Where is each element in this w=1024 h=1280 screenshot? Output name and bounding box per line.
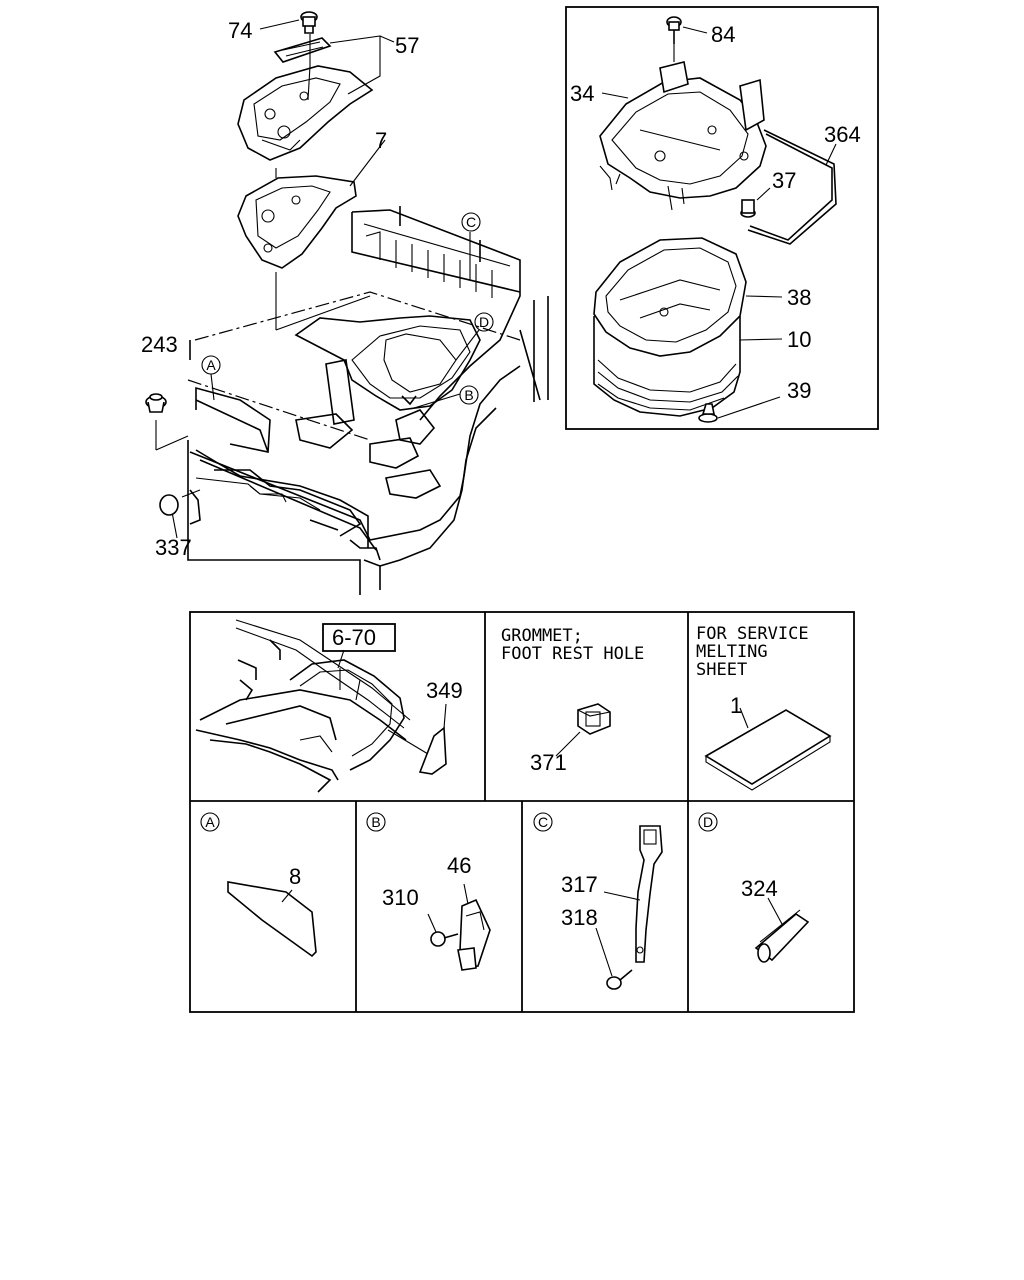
callout-364: 364 bbox=[824, 122, 861, 147]
cell-b bbox=[366, 812, 491, 971]
screw-39-part bbox=[698, 403, 718, 423]
cover-38-part bbox=[593, 237, 747, 357]
cell-grommet bbox=[555, 703, 611, 757]
clip-46-part bbox=[457, 898, 491, 971]
callout-46: 46 bbox=[447, 853, 471, 878]
floor-panel bbox=[187, 206, 549, 595]
callout-74: 74 bbox=[228, 18, 252, 43]
svg-text:B: B bbox=[464, 387, 473, 403]
clip-324-part bbox=[754, 909, 810, 963]
grommet-title: GROMMET; bbox=[501, 626, 583, 646]
marker-a-main: A bbox=[201, 355, 221, 375]
callout-243: 243 bbox=[141, 332, 178, 357]
callout-318: 318 bbox=[561, 905, 598, 930]
bolt-37-part bbox=[740, 199, 756, 218]
callout-337: 337 bbox=[155, 535, 192, 560]
callout-317: 317 bbox=[561, 872, 598, 897]
marker-a-cell: A bbox=[205, 814, 215, 830]
marker-c-main: C bbox=[461, 212, 481, 232]
plate-57-part bbox=[237, 37, 374, 161]
callout-324: 324 bbox=[741, 876, 778, 901]
svg-text:D: D bbox=[479, 314, 489, 330]
bracket-34-part bbox=[599, 61, 767, 211]
cell-d bbox=[698, 812, 810, 963]
detail-grid bbox=[189, 611, 855, 1013]
wire-364-part bbox=[747, 129, 837, 245]
pad-349-part bbox=[418, 726, 447, 775]
callout-38: 38 bbox=[787, 285, 811, 310]
grommet-243-part bbox=[145, 393, 167, 413]
callout-8: 8 bbox=[289, 864, 301, 889]
cell-a bbox=[200, 812, 317, 958]
bolt-74-part bbox=[300, 11, 318, 34]
grommet-subtitle: FOOT REST HOLE bbox=[501, 644, 644, 664]
main-assembly bbox=[145, 11, 549, 595]
marker-b-cell: B bbox=[371, 814, 380, 830]
svg-text:C: C bbox=[466, 214, 476, 230]
inset-panel bbox=[565, 6, 879, 430]
callout-84: 84 bbox=[711, 22, 735, 47]
panel-8-part bbox=[227, 881, 317, 958]
cell-ref-6-70 bbox=[195, 619, 447, 793]
service-line-3: SHEET bbox=[696, 660, 747, 680]
bolt-310-part bbox=[430, 931, 459, 947]
marker-d-cell: D bbox=[703, 814, 713, 830]
cell-c bbox=[533, 812, 663, 990]
callout-37: 37 bbox=[772, 168, 796, 193]
callout-310: 310 bbox=[382, 885, 419, 910]
marker-b-main: B bbox=[459, 385, 479, 405]
marker-d-main: D bbox=[474, 312, 494, 332]
cell-melting-sheet bbox=[704, 707, 832, 791]
grommet-371-part bbox=[577, 703, 611, 735]
callout-349: 349 bbox=[426, 678, 463, 703]
callout-34: 34 bbox=[570, 81, 594, 106]
callout-39: 39 bbox=[787, 378, 811, 403]
tray-10-part bbox=[593, 316, 741, 417]
callout-7: 7 bbox=[375, 128, 387, 153]
bolt-84-part bbox=[666, 16, 682, 44]
service-line-1: FOR SERVICE bbox=[696, 624, 809, 644]
screw-318-part bbox=[606, 969, 633, 990]
callout-10: 10 bbox=[787, 327, 811, 352]
marker-c-cell: C bbox=[538, 814, 548, 830]
svg-text:A: A bbox=[206, 357, 216, 373]
bracket-7-part bbox=[237, 175, 357, 269]
service-line-2: MELTING bbox=[696, 642, 768, 662]
callout-57: 57 bbox=[395, 33, 419, 58]
callout-1: 1 bbox=[730, 693, 742, 718]
ref-box-label: 6-70 bbox=[332, 625, 376, 650]
callout-371: 371 bbox=[530, 750, 567, 775]
plug-337-part bbox=[159, 494, 179, 516]
strap-317-part bbox=[635, 825, 663, 963]
ref-box bbox=[322, 623, 396, 652]
